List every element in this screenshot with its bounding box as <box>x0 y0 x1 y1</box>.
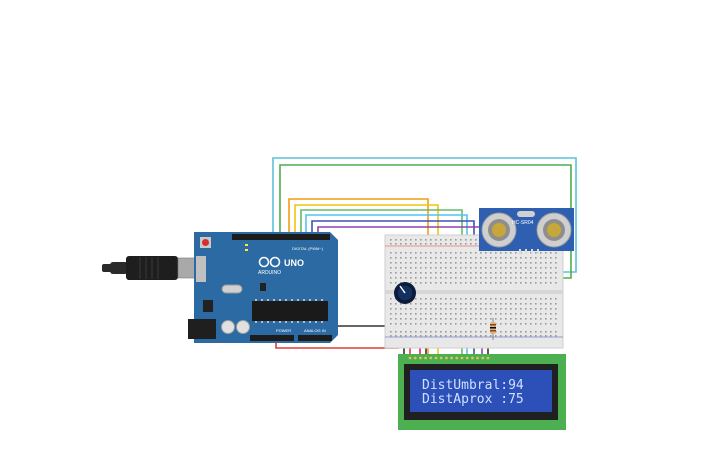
power-label: POWER <box>276 328 291 333</box>
resistor[interactable] <box>490 318 496 340</box>
potentiometer[interactable] <box>394 282 416 304</box>
lcd-screen <box>410 370 552 412</box>
breadboard-holes <box>390 239 557 337</box>
usb-cable[interactable] <box>102 256 201 280</box>
dc-jack <box>188 319 216 339</box>
wire-cyan-trig[interactable] <box>272 157 577 273</box>
lcd-pin-header <box>408 356 490 360</box>
ultrasonic-sensor[interactable]: HC-SR04 <box>479 208 574 254</box>
lcd-line-2: DistAprox :75 <box>422 392 524 407</box>
analog-header[interactable] <box>298 335 332 341</box>
analog-label: ANALOG IN <box>304 328 326 333</box>
digital-header[interactable] <box>232 234 330 240</box>
digital-label: DIGITAL (PWM~) <box>292 246 324 251</box>
lcd-display[interactable]: DistUmbral:94 DistAprox :75 <box>398 354 566 430</box>
board-model: UNO <box>284 258 304 268</box>
usb-socket <box>196 256 206 282</box>
lcd-line-1: DistUmbral:94 <box>422 378 524 393</box>
board-brand: ARDUINO <box>258 270 281 276</box>
sensor-label: HC-SR04 <box>512 220 534 226</box>
atmega-chip <box>252 301 328 321</box>
arduino-uno-board[interactable]: UNO ARDUINO DIGITAL (PWM~) POWER ANALOG … <box>188 232 338 343</box>
power-header[interactable] <box>250 335 294 341</box>
arduino-logo-icon <box>258 256 281 268</box>
